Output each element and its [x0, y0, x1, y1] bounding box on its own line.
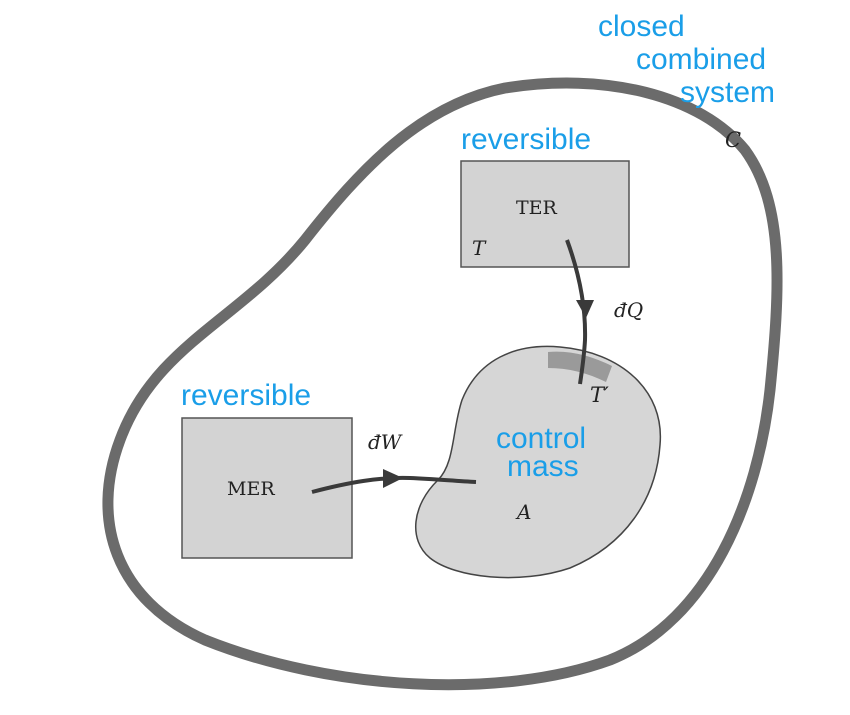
system-label-system: system — [680, 76, 776, 109]
system-label-combined: combined — [636, 43, 767, 76]
mer-name: MER — [227, 478, 275, 500]
heat-arrow-head — [576, 300, 594, 318]
control-mass-label-control: control — [496, 422, 587, 455]
heat-arrow-line — [565, 239, 588, 385]
system-label-closed: closed — [598, 10, 685, 43]
boundary-temperature: T′ — [590, 383, 609, 407]
work-arrow-line — [311, 475, 477, 494]
system-boundary — [102, 77, 783, 691]
work-arrow-head — [383, 469, 403, 488]
work-label: đW — [368, 430, 402, 454]
ter-name: TER — [516, 197, 557, 219]
heat-label: đQ — [614, 298, 644, 322]
boundary-patch — [548, 351, 612, 382]
ter-temperature: T — [472, 236, 486, 260]
system-symbol: C — [725, 128, 742, 152]
control-mass-symbol: A — [517, 500, 532, 524]
ter-reversible-label: reversible — [461, 123, 592, 156]
mer-reversible-label: reversible — [181, 379, 312, 412]
control-mass-blob — [415, 345, 662, 579]
ter-box — [460, 160, 630, 268]
control-mass-label-mass: mass — [507, 450, 579, 483]
